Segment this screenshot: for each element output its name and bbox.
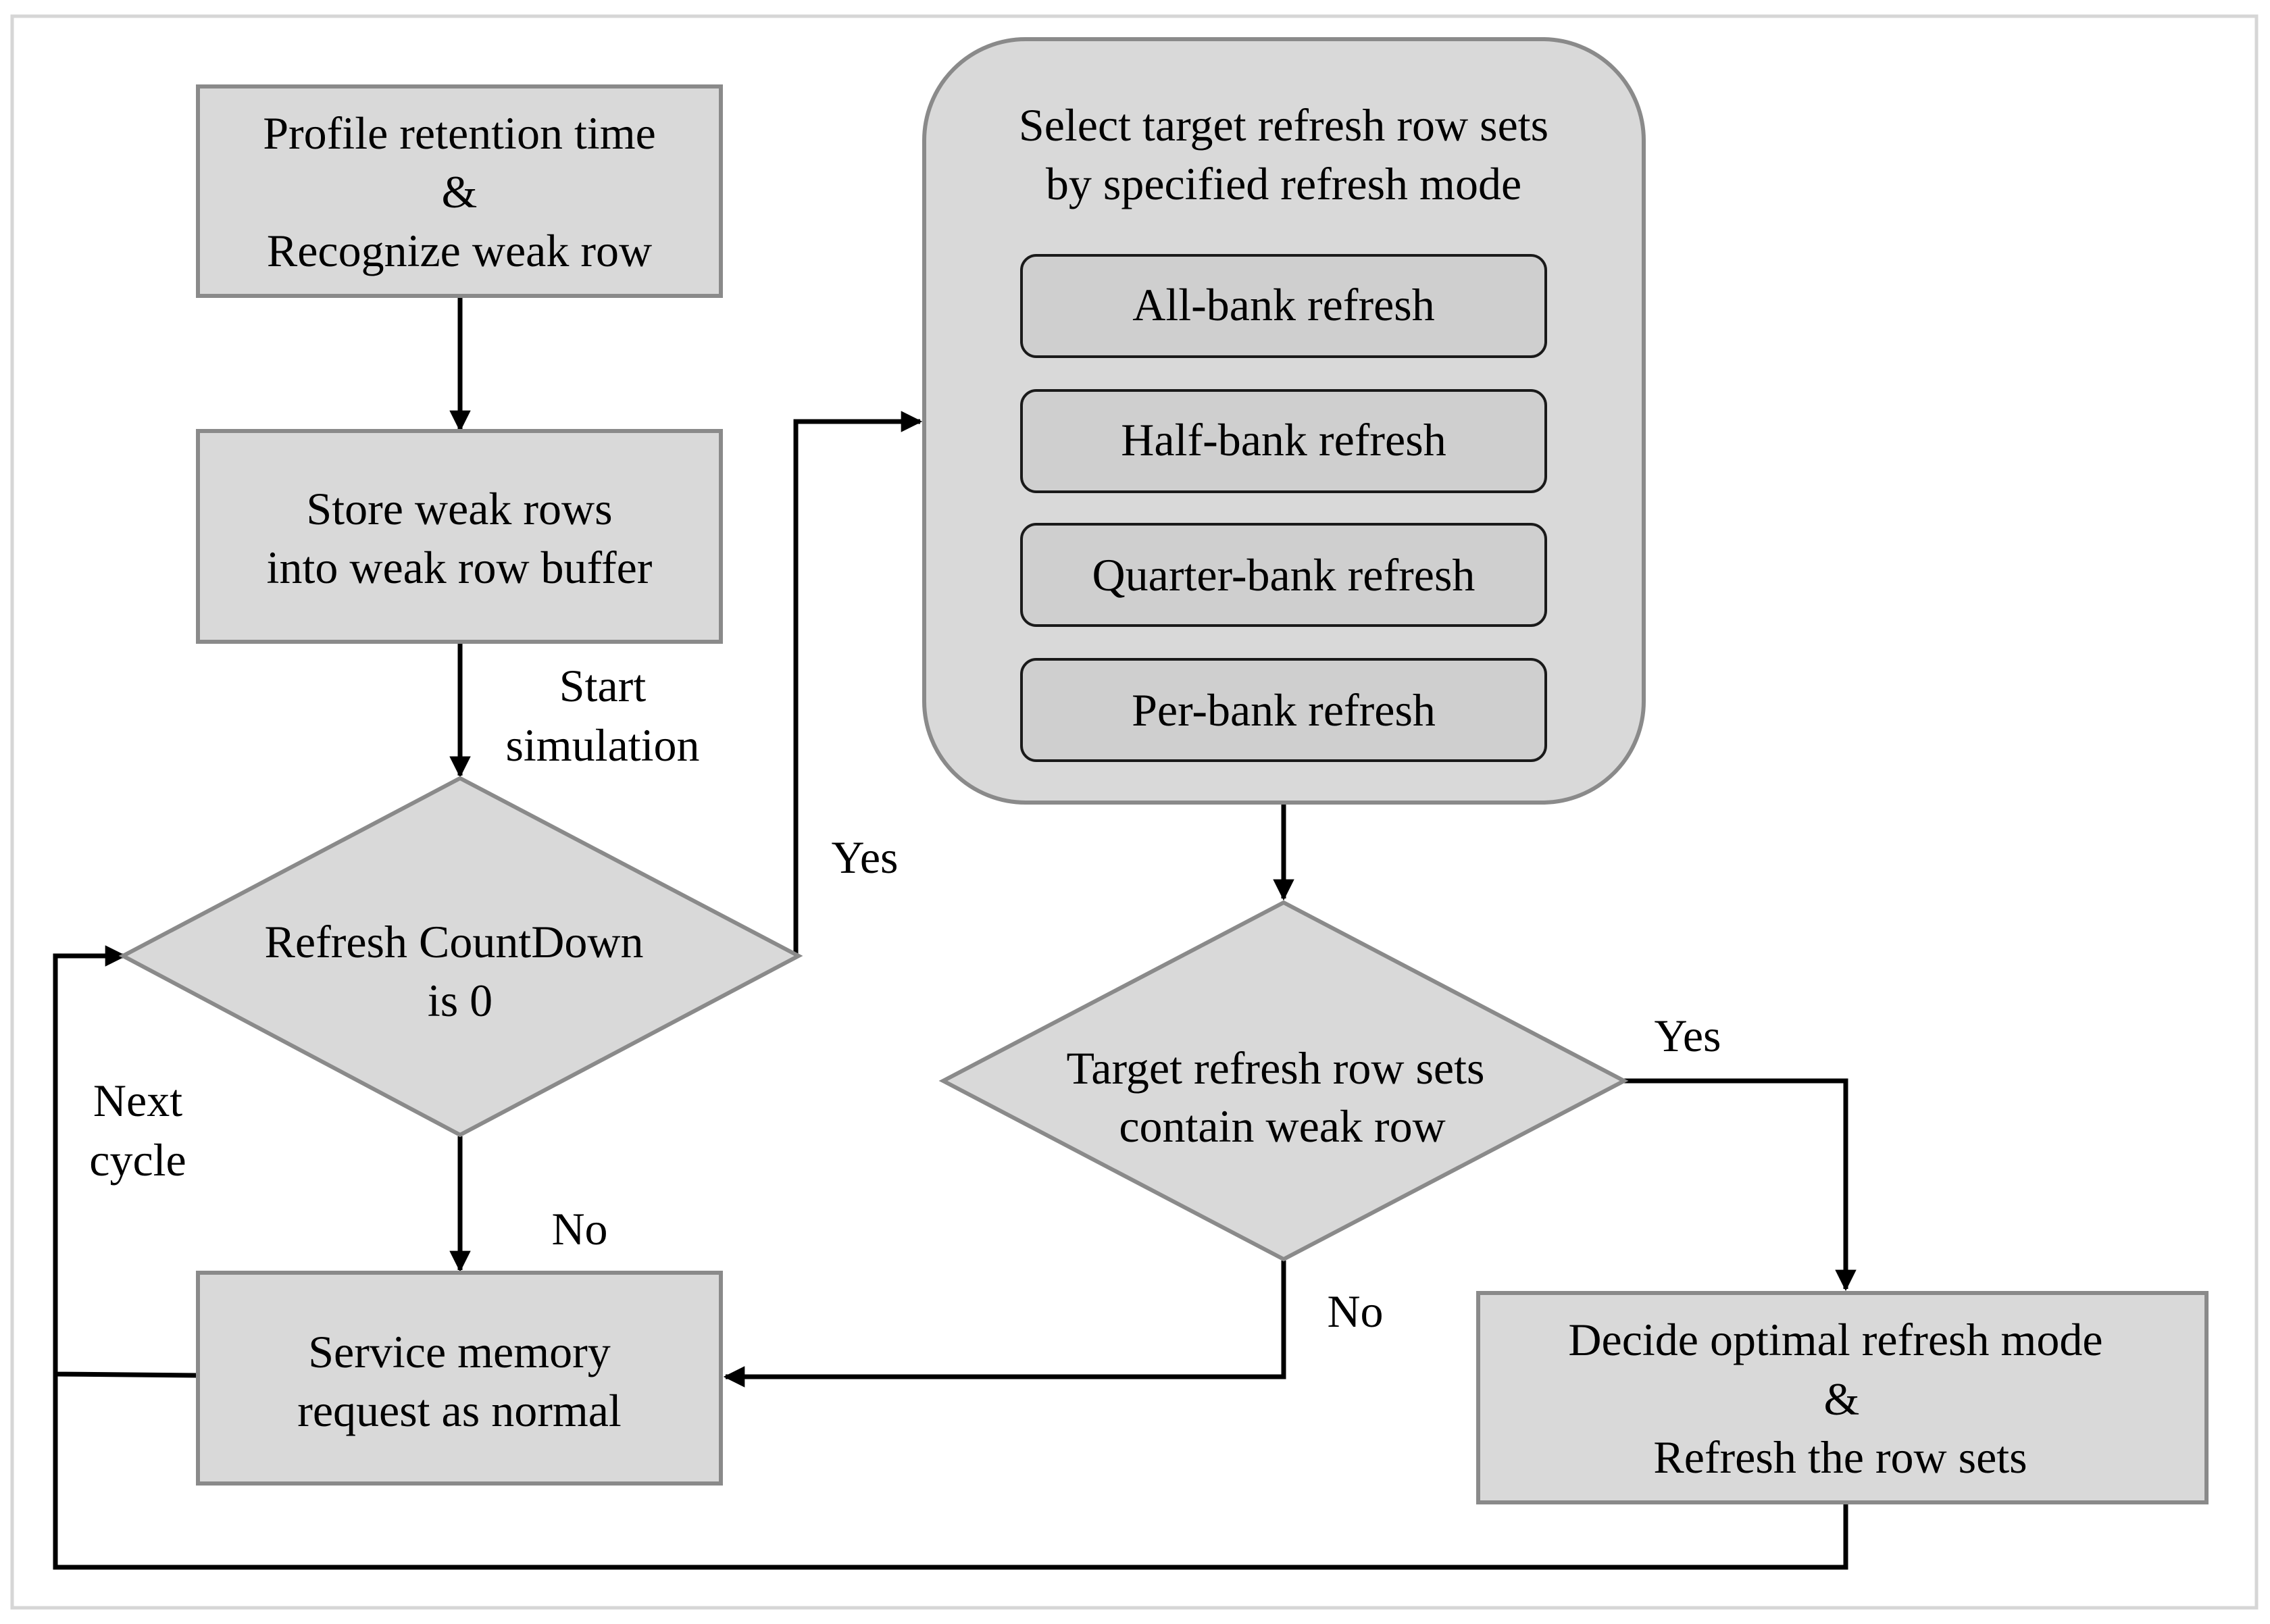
- mode-label: Per-bank refresh: [1132, 684, 1436, 736]
- node-label-line: Refresh the row sets: [1653, 1431, 2027, 1483]
- node-label-line: Refresh CountDown: [265, 916, 644, 967]
- node-label-line: &: [1824, 1373, 1860, 1425]
- node-label-line: into weak row buffer: [267, 542, 653, 593]
- node-profile-retention: Profile retention time & Recognize weak …: [196, 84, 723, 298]
- mode-label: All-bank refresh: [1132, 279, 1434, 330]
- mode-half-bank-refresh: Half-bank refresh: [1020, 389, 1547, 493]
- svg-text:Next: Next: [93, 1075, 182, 1126]
- line-decide-back-loop: [53, 1374, 1848, 1570]
- mode-quarter-bank-refresh: Quarter-bank refresh: [1020, 523, 1547, 627]
- node-label-line: is 0: [428, 975, 493, 1026]
- node-label-line: contain weak row: [1119, 1100, 1445, 1152]
- node-label-line: Target refresh row sets: [1067, 1042, 1485, 1094]
- edge-label-no-countdown: No: [551, 1203, 607, 1254]
- node-refresh-countdown-decision: Refresh CountDown is 0: [118, 776, 803, 1138]
- node-label-line: &: [442, 166, 478, 218]
- node-decide-optimal-refresh: Decide optimal refresh mode & Refresh th…: [1476, 1291, 2209, 1504]
- mode-label: Quarter-bank refresh: [1092, 549, 1476, 601]
- mode-all-bank-refresh: All-bank refresh: [1020, 254, 1547, 358]
- mode-label: Half-bank refresh: [1121, 414, 1446, 465]
- edge-label-start-simulation: Start simulation: [505, 660, 699, 771]
- svg-text:simulation: simulation: [505, 719, 699, 771]
- node-label-line: request as normal: [297, 1385, 622, 1436]
- node-label-line: Profile retention time: [263, 107, 656, 159]
- node-label-line: Store weak rows: [306, 483, 612, 534]
- mode-per-bank-refresh: Per-bank refresh: [1020, 658, 1547, 762]
- svg-text:Start: Start: [559, 660, 647, 711]
- arrow-contain-yes-to-decide: [1624, 1078, 1857, 1292]
- edge-label-no-contain: No: [1327, 1286, 1383, 1337]
- node-label-line: Select target refresh row sets: [1019, 99, 1548, 151]
- svg-text:cycle: cycle: [89, 1134, 186, 1186]
- node-label-line: Service memory: [308, 1326, 611, 1377]
- edge-label-next-cycle: Next cycle: [89, 1075, 186, 1186]
- edge-label-yes-contain: Yes: [1655, 1010, 1721, 1061]
- arrow-service-next-cycle: [53, 945, 199, 1378]
- node-select-target-refresh-panel: Select target refresh row sets by specif…: [922, 37, 1646, 805]
- node-service-memory-request: Service memory request as normal: [196, 1271, 723, 1486]
- node-store-weak-rows: Store weak rows into weak row buffer: [196, 429, 723, 644]
- node-contain-weak-row-decision: Target refresh row sets contain weak row: [938, 900, 1629, 1262]
- node-label-line: Decide optimal refresh mode: [1568, 1314, 2102, 1365]
- node-label-line: Recognize weak row: [267, 225, 652, 276]
- edge-label-yes-countdown: Yes: [832, 832, 899, 883]
- node-label-line: by specified refresh mode: [1046, 158, 1521, 209]
- arrow-contain-no-to-service: [723, 1261, 1286, 1388]
